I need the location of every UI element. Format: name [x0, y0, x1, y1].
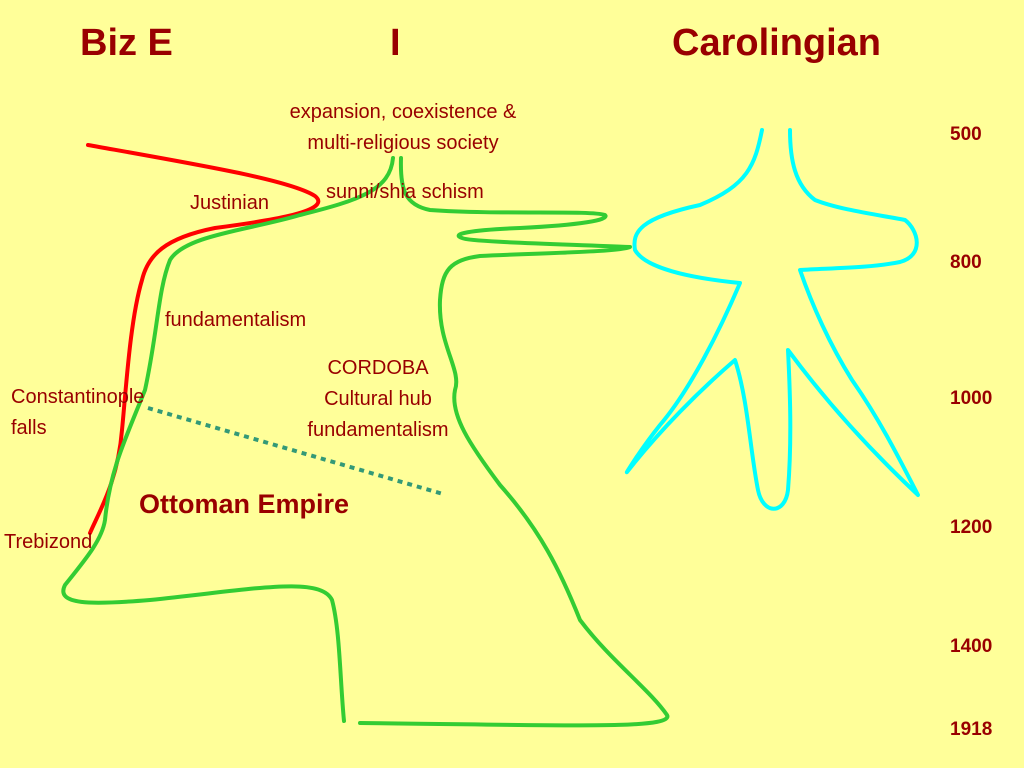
header-biz-e: Biz E — [80, 22, 173, 64]
carolingian-line — [624, 128, 920, 511]
label-trebizond: Trebizond — [4, 531, 93, 553]
label-schism: sunni/shia schism — [326, 181, 484, 203]
header-i: I — [390, 22, 401, 64]
label-constantinople: Constantinople — [11, 386, 145, 408]
year-label: 1000 — [950, 388, 993, 409]
header-carolingian: Carolingian — [672, 22, 882, 64]
label-falls: falls — [11, 417, 47, 439]
label-expansion-line2: multi-religious society — [307, 132, 499, 154]
year-label: 800 — [950, 252, 982, 273]
islam-line — [61, 156, 670, 728]
label-constantinople-falls: Constantinople falls — [11, 382, 144, 444]
ottoman-dotted-line — [147, 406, 444, 496]
year-label: 1918 — [950, 719, 993, 740]
label-fundamentalism: fundamentalism — [165, 309, 307, 331]
label-ottoman-empire: Ottoman Empire — [139, 489, 350, 519]
year-label: 500 — [950, 124, 982, 145]
year-label: 1400 — [950, 636, 993, 657]
label-cultural-hub: Cultural hub — [324, 388, 432, 410]
label-cordoba-fundamentalism: fundamentalism — [307, 419, 449, 441]
label-cordoba: CORDOBA — [327, 357, 429, 379]
byzantine-line — [86, 143, 320, 535]
label-justinian: Justinian — [190, 192, 269, 214]
label-expansion: expansion, coexistence & multi-religious… — [250, 97, 556, 159]
label-cordoba-block: CORDOBA Cultural hub fundamentalism — [280, 353, 476, 446]
label-expansion-line1: expansion, coexistence & — [289, 101, 517, 123]
year-label: 1200 — [950, 517, 993, 538]
